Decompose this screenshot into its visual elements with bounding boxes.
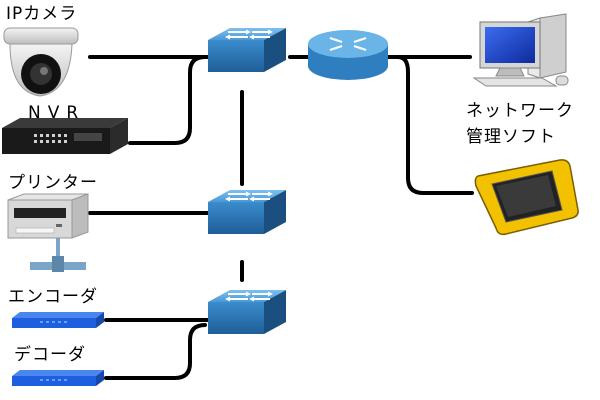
label-printer: プリンター xyxy=(8,173,98,193)
switch-middle xyxy=(207,189,287,235)
link-router-tablet xyxy=(396,55,474,195)
link-nvr-switch xyxy=(128,55,207,145)
nvr-recorder-icon xyxy=(2,118,128,154)
label-decoder: デコーダ xyxy=(14,345,86,365)
label-encoder: エンコーダ xyxy=(8,287,98,307)
switch-top xyxy=(207,27,287,73)
rugged-tablet-icon xyxy=(474,159,579,236)
switch-bottom xyxy=(207,289,287,335)
printer-icon xyxy=(7,193,89,272)
router-icon xyxy=(308,30,388,80)
label-ip-camera: IPカメラ xyxy=(6,4,78,24)
desktop-computer-icon xyxy=(472,13,569,87)
links xyxy=(88,55,474,380)
label-nvr: NVR xyxy=(28,103,86,123)
encoder-device-icon xyxy=(12,312,104,328)
link-decoder-switch3 xyxy=(104,323,207,380)
dome-camera-icon xyxy=(3,27,79,97)
decoder-device-icon xyxy=(12,370,104,386)
label-nms-line2: 管理ソフト xyxy=(466,127,556,147)
label-nms-line1: ネットワーク xyxy=(466,101,574,121)
